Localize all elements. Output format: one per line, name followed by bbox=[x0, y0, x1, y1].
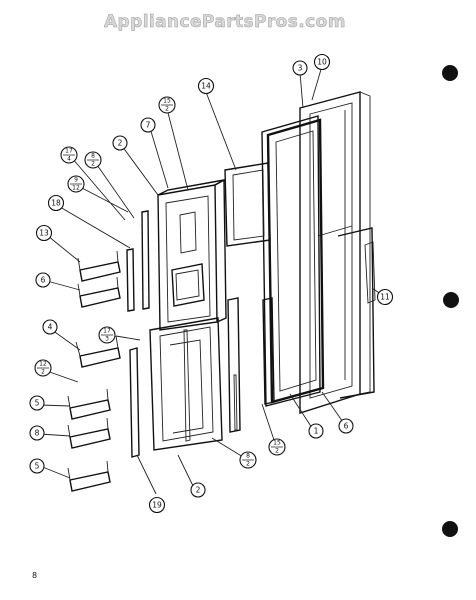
svg-text:4: 4 bbox=[48, 323, 53, 332]
svg-text:2: 2 bbox=[196, 486, 201, 495]
svg-text:8: 8 bbox=[35, 429, 40, 438]
callout-19: 19 bbox=[148, 496, 166, 514]
svg-text:8: 8 bbox=[91, 153, 95, 160]
svg-text:15: 15 bbox=[273, 440, 281, 447]
callout-17-4: 174 bbox=[60, 146, 78, 164]
leader-lines bbox=[39, 65, 386, 495]
page-mark: 8 bbox=[32, 571, 37, 580]
callout-10: 10 bbox=[313, 53, 331, 71]
svg-text:4: 4 bbox=[67, 156, 71, 163]
callout-5-lower: 5 bbox=[29, 458, 45, 474]
svg-text:8: 8 bbox=[246, 453, 250, 460]
callout-8-2-bottom: 82 bbox=[239, 451, 257, 469]
callout-1: 1 bbox=[308, 423, 324, 439]
svg-text:12: 12 bbox=[72, 185, 80, 192]
door-liner bbox=[266, 118, 325, 404]
svg-text:15: 15 bbox=[163, 98, 171, 105]
svg-text:17: 17 bbox=[103, 328, 111, 335]
callout-5-upper: 5 bbox=[29, 395, 45, 411]
binder-hole-top bbox=[442, 65, 458, 81]
callout-8-2-top: 82 bbox=[84, 151, 102, 169]
svg-text:18: 18 bbox=[51, 199, 61, 208]
svg-text:14: 14 bbox=[201, 82, 211, 91]
svg-text:1: 1 bbox=[314, 427, 319, 436]
binder-hole-middle bbox=[443, 292, 459, 308]
dispenser-housing bbox=[157, 178, 227, 331]
svg-text:6: 6 bbox=[41, 276, 46, 285]
binder-hole-bottom bbox=[442, 521, 458, 537]
callout-11: 11 bbox=[376, 288, 394, 306]
callout-8-left: 8 bbox=[29, 425, 45, 441]
svg-text:10: 10 bbox=[317, 58, 327, 67]
svg-text:19: 19 bbox=[152, 501, 162, 510]
door-frame-lower bbox=[149, 317, 223, 451]
callout-9-12: 912 bbox=[67, 175, 85, 193]
callout-17-3: 173 bbox=[98, 326, 116, 344]
trim-strips bbox=[126, 210, 191, 458]
outer-door-panel bbox=[299, 91, 371, 414]
callout-7: 7 bbox=[140, 117, 156, 133]
callout-14: 14 bbox=[197, 77, 215, 95]
callout-13: 13 bbox=[35, 224, 53, 242]
svg-text:5: 5 bbox=[35, 399, 40, 408]
svg-text:2: 2 bbox=[91, 161, 95, 168]
callout-4: 4 bbox=[42, 319, 58, 335]
callout-18: 18 bbox=[47, 194, 65, 212]
svg-text:9: 9 bbox=[74, 177, 78, 184]
door-gasket bbox=[261, 115, 321, 407]
svg-text:13: 13 bbox=[39, 229, 49, 238]
callout-12-2: 122 bbox=[34, 359, 52, 377]
callout-15-2-top: 152 bbox=[158, 96, 176, 114]
door-skin-panel bbox=[337, 227, 376, 399]
callout-2-top: 2 bbox=[112, 135, 128, 151]
watermark-text: AppliancePartsPros.com bbox=[104, 12, 346, 32]
svg-text:2: 2 bbox=[41, 369, 45, 376]
svg-text:2: 2 bbox=[275, 448, 279, 455]
svg-text:7: 7 bbox=[146, 121, 151, 130]
svg-text:2: 2 bbox=[165, 106, 169, 113]
svg-text:12: 12 bbox=[39, 361, 47, 368]
svg-text:6: 6 bbox=[344, 422, 349, 431]
callout-6-left: 6 bbox=[35, 272, 51, 288]
callout-15-2-bottom: 152 bbox=[268, 438, 286, 456]
center-trims bbox=[224, 162, 275, 433]
door-shelf-bins bbox=[67, 250, 121, 492]
callout-2-bottom: 2 bbox=[190, 482, 206, 498]
svg-text:3: 3 bbox=[105, 336, 109, 343]
svg-text:2: 2 bbox=[246, 461, 250, 468]
svg-text:17: 17 bbox=[65, 148, 73, 155]
svg-text:11: 11 bbox=[380, 293, 390, 302]
callout-6-right: 6 bbox=[338, 418, 354, 434]
svg-text:5: 5 bbox=[35, 462, 40, 471]
callout-3: 3 bbox=[292, 60, 308, 76]
svg-text:3: 3 bbox=[298, 64, 303, 73]
svg-text:2: 2 bbox=[118, 139, 123, 148]
